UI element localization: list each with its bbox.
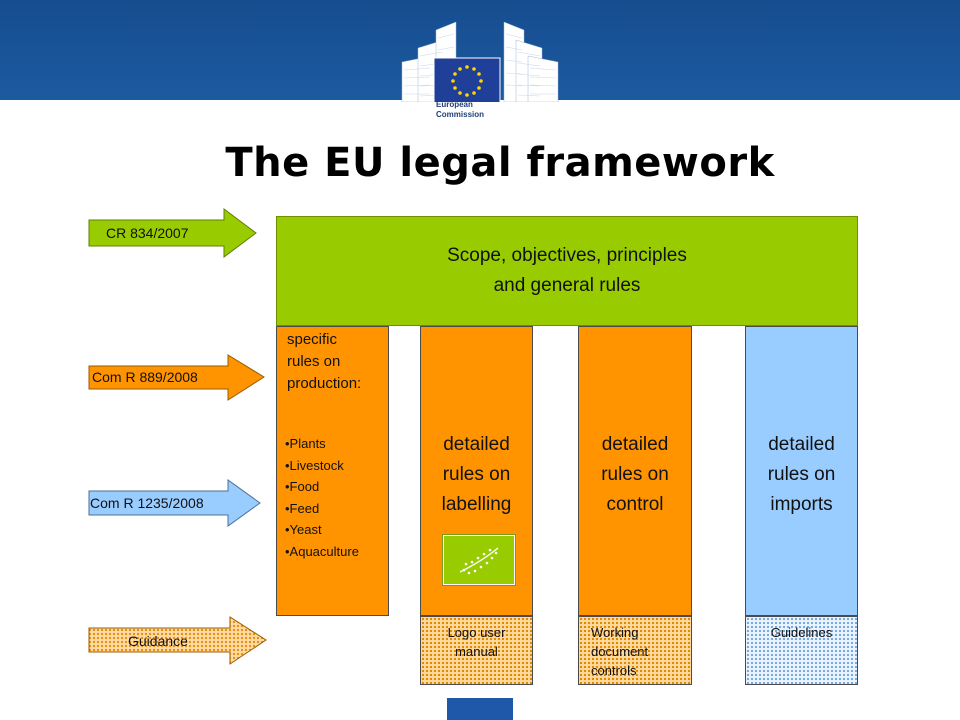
production-list: •Plants •Livestock •Food •Feed •Yeast •A… (285, 433, 359, 562)
arrow-com-r-889-2008: Com R 889/2008 (88, 354, 268, 404)
labelling-rules-text: detailed rules on labelling (441, 434, 512, 515)
working-document-controls-box: Working document controls (578, 616, 692, 685)
page-title: The EU legal framework (225, 140, 775, 186)
list-item: •Aquaculture (285, 543, 359, 559)
arrow-shape-orange (88, 354, 265, 401)
labelling-rules-column: detailed rules on labelling (420, 326, 533, 616)
logo-user-manual-box: Logo user manual (420, 616, 533, 685)
imports-rules-column: detailed rules on imports (745, 326, 858, 616)
arrow-label: Com R 1235/2008 (90, 495, 204, 511)
list-item: •Livestock (285, 457, 344, 473)
production-rules-column: specific rules on production: •Plants •L… (276, 326, 389, 616)
scope-box: Scope, objectives, principles and genera… (276, 216, 858, 326)
production-rules-text: specific rules on production: (287, 331, 362, 392)
eu-organic-leaf-logo-icon (443, 535, 515, 585)
control-rules-text: detailed rules on control (601, 434, 669, 515)
footer-tab (447, 698, 513, 720)
logo-line-commission: Commission (436, 110, 485, 119)
arrow-com-r-1235-2008: Com R 1235/2008 (88, 479, 268, 529)
list-item: •Food (285, 479, 320, 494)
arrow-shape-blue (88, 479, 261, 527)
list-item: •Plants (285, 436, 326, 451)
arrow-cr-834-2007: CR 834/2007 (88, 208, 268, 258)
logo-line-european: European (436, 100, 473, 109)
arrow-label: CR 834/2007 (106, 225, 189, 241)
list-item: •Yeast (285, 522, 322, 537)
arrow-label: Guidance (128, 633, 188, 649)
arrow-shape-green (88, 208, 257, 258)
guidelines-box: Guidelines (745, 616, 858, 685)
arrow-label: Com R 889/2008 (92, 369, 198, 385)
arrow-shape-dotted (88, 616, 267, 665)
imports-rules-text: detailed rules on imports (767, 434, 836, 515)
control-rules-column: detailed rules on control (578, 326, 692, 616)
arrow-guidance: Guidance (88, 616, 268, 666)
logo-wordmark: European Commission (436, 100, 556, 120)
list-item: •Feed (285, 500, 320, 516)
european-commission-logo (398, 21, 563, 134)
